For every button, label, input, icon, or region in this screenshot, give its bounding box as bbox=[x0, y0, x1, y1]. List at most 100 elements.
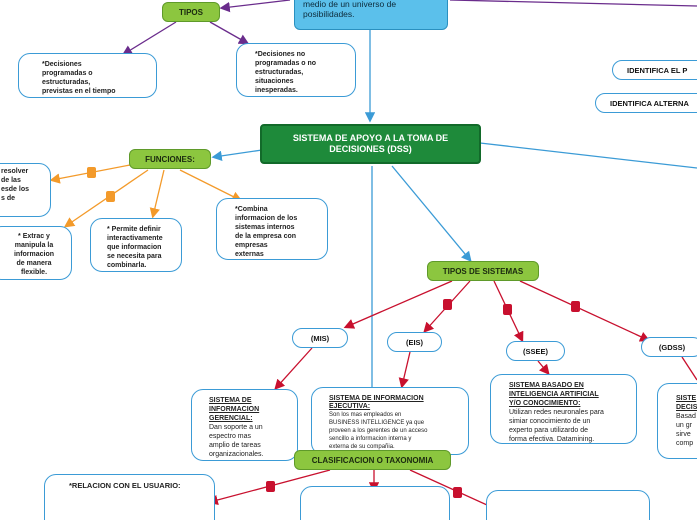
branch-marker bbox=[443, 299, 452, 310]
decisiones-programadas-node[interactable]: *Decisiones programadas o estructuradas,… bbox=[18, 53, 157, 98]
text-line: INFORMACION bbox=[209, 406, 260, 413]
branch-marker bbox=[503, 304, 512, 315]
funciones-node[interactable]: FUNCIONES: bbox=[129, 149, 211, 169]
text-line: externa de su compañia. bbox=[329, 444, 395, 450]
identifica-alterna-label: IDENTIFICA ALTERNA bbox=[610, 98, 689, 108]
eis-label: (EIS) bbox=[405, 337, 424, 347]
text-line: SISTE bbox=[676, 395, 697, 402]
text-line: previstas en el tiempo bbox=[42, 88, 116, 95]
identifica-alterna-node[interactable]: IDENTIFICA ALTERNA bbox=[595, 93, 697, 113]
text-line: * Permite definir bbox=[107, 226, 161, 233]
text-line: SISTEMA DE bbox=[209, 397, 252, 404]
branch-marker bbox=[571, 301, 580, 312]
text-line: sistemas internos bbox=[235, 224, 295, 231]
text-line: esde los bbox=[1, 186, 30, 193]
text-line: empresas bbox=[235, 242, 268, 249]
text-line: organizacionales. bbox=[209, 451, 264, 458]
text-line: *RELACION CON EL USUARIO: bbox=[69, 481, 181, 490]
funcion-resolver-node[interactable]: resolver de las esde los s de bbox=[0, 163, 51, 217]
gdss-description-node[interactable]: SISTE DECIS Basad un gr sirve comp bbox=[657, 383, 697, 459]
branch-marker bbox=[106, 191, 115, 202]
text-line: estructuradas, bbox=[42, 79, 91, 86]
text-line: situaciones bbox=[255, 78, 294, 85]
funcion-permite-node[interactable]: * Permite definir interactivamente que i… bbox=[90, 218, 182, 272]
text-line: de las bbox=[1, 177, 21, 184]
text-line: flexible. bbox=[20, 269, 48, 276]
text-line: Son los mas empleados en bbox=[329, 412, 402, 418]
text-line: sencillo a informacion interna y bbox=[329, 436, 412, 442]
central-topic[interactable]: SISTEMA DE APOYO A LA TOMA DE DECISIONES… bbox=[260, 124, 481, 164]
text-line: inesperadas. bbox=[255, 87, 298, 94]
text-line: amplio de tareas bbox=[209, 442, 261, 449]
text-line: * Extrac y bbox=[18, 233, 50, 240]
top-note-line: posibilidades. bbox=[303, 9, 355, 19]
text-line: experto para utilizardo de bbox=[509, 427, 588, 434]
text-line: estructuradas, bbox=[255, 69, 304, 76]
relacion-usuario-node[interactable]: *RELACION CON EL USUARIO: bbox=[44, 474, 215, 520]
branch-marker bbox=[453, 487, 462, 498]
text-line: simiar conocimiento de un bbox=[509, 418, 591, 425]
top-note-line: medio de un universo de bbox=[303, 0, 397, 9]
text-line: SISTEMA BASADO EN bbox=[509, 382, 584, 389]
central-title-line: SISTEMA DE APOYO A LA TOMA DE bbox=[292, 133, 449, 143]
text-line: de la empresa con bbox=[235, 233, 297, 240]
text-line: GERENCIAL: bbox=[209, 415, 253, 422]
tipos-label: TIPOS bbox=[178, 7, 203, 17]
text-line: Utilizan redes neuronales para bbox=[509, 409, 604, 416]
ssee-description-node[interactable]: SISTEMA BASADO EN INTELIGENCIA ARTIFICIA… bbox=[490, 374, 637, 444]
clasificacion-child-right[interactable] bbox=[486, 490, 650, 520]
gdss-label: (GDSS) bbox=[658, 342, 686, 352]
text-line: un gr bbox=[676, 422, 692, 429]
text-line: externas bbox=[235, 251, 264, 258]
text-line: informacion de los bbox=[235, 215, 298, 222]
text-line: interactivamente bbox=[107, 235, 163, 242]
text-line: Y/O CONOCIMIENTO: bbox=[509, 400, 581, 407]
text-line: SISTEMA DE INFORMACION bbox=[329, 395, 424, 402]
text-line: informacion bbox=[13, 251, 55, 258]
gdss-node[interactable]: (GDSS) bbox=[641, 337, 697, 357]
clasificacion-child-center[interactable] bbox=[300, 486, 450, 520]
text-line: BUSINESS INTELLIGENCE ya que bbox=[329, 420, 425, 426]
ssee-node[interactable]: (SSEE) bbox=[506, 341, 565, 361]
text-line: *Decisiones bbox=[42, 61, 82, 68]
text-line: combinarla. bbox=[107, 262, 147, 269]
text-line: programadas o no bbox=[255, 60, 317, 67]
text-line: s de bbox=[1, 195, 16, 202]
funciones-label: FUNCIONES: bbox=[145, 154, 195, 164]
text-line: *Combina bbox=[235, 206, 268, 213]
eis-node[interactable]: (EIS) bbox=[387, 332, 442, 352]
text-line: forma efectiva. Datamining. bbox=[509, 436, 595, 443]
text-line: sirve bbox=[676, 431, 691, 438]
mis-label: (MIS) bbox=[310, 333, 330, 343]
clasificacion-node[interactable]: CLASIFICACION O TAXONOMIA bbox=[294, 450, 451, 470]
identifica-p-label: IDENTIFICA EL P bbox=[627, 65, 688, 75]
tipos-sistemas-node[interactable]: TIPOS DE SISTEMAS bbox=[427, 261, 539, 281]
text-line: se necesita para bbox=[107, 253, 162, 260]
text-line: proveen a los gerentes de un acceso bbox=[329, 428, 428, 434]
mis-description-node[interactable]: SISTEMA DE INFORMACION GERENCIAL: Dan so… bbox=[191, 389, 298, 461]
text-line: programadas o bbox=[42, 70, 93, 77]
funcion-extrae-node[interactable]: * Extrac y manipula la informacion de ma… bbox=[0, 226, 72, 280]
branch-marker bbox=[87, 167, 96, 178]
text-line: Dan soporte a un bbox=[209, 424, 263, 431]
text-line: INTELIGENCIA ARTIFICIAL bbox=[509, 391, 599, 398]
text-line: DECIS bbox=[676, 404, 697, 411]
text-line: espectro mas bbox=[209, 433, 252, 440]
clasificacion-label: CLASIFICACION O TAXONOMIA bbox=[311, 455, 434, 465]
text-line: EJECUTIVA: bbox=[329, 403, 371, 410]
eis-description-node[interactable]: SISTEMA DE INFORMACION EJECUTIVA: Son lo… bbox=[311, 387, 469, 455]
tipos-node[interactable]: TIPOS bbox=[162, 2, 220, 22]
branch-marker bbox=[266, 481, 275, 492]
decisiones-no-programadas-node[interactable]: *Decisiones no programadas o no estructu… bbox=[236, 43, 356, 97]
tipos-sistemas-label: TIPOS DE SISTEMAS bbox=[442, 266, 524, 276]
central-title-line: DECISIONES (DSS) bbox=[329, 144, 412, 154]
text-line: comp bbox=[676, 440, 694, 447]
text-line: que informacion bbox=[107, 244, 162, 251]
top-note[interactable]: medio de un universo de posibilidades. bbox=[294, 0, 448, 30]
funcion-combina-node[interactable]: *Combina informacion de los sistemas int… bbox=[216, 198, 328, 260]
text-line: Basad bbox=[676, 413, 696, 420]
text-line: *Decisiones no bbox=[255, 51, 306, 58]
mis-node[interactable]: (MIS) bbox=[292, 328, 348, 348]
identifica-p-node[interactable]: IDENTIFICA EL P bbox=[612, 60, 697, 80]
